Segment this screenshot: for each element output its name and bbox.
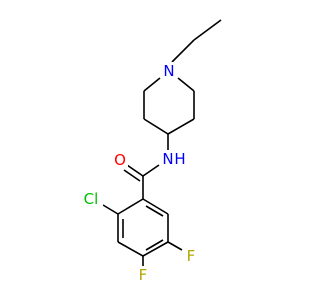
bond-ar-f-right [167, 241, 183, 251]
bond-layer [102, 19, 222, 266]
atom-bg-amide-n [160, 150, 176, 168]
bond-ar-cl [102, 204, 119, 215]
atom-chlorine: Cl [84, 190, 99, 208]
bond-ar-c3-c4 [117, 241, 144, 257]
molecule-structure: N N H O Cl F F [79, 19, 222, 284]
bond-ar-inner-3 [145, 205, 164, 217]
atom-bg-carbonyl-o [112, 151, 128, 169]
bond-ring-c4-c-left [143, 118, 169, 135]
atom-bg-fluorine-right [184, 247, 198, 265]
bond-ar-c4-c5 [142, 241, 169, 257]
bond-ar-c1-c2 [117, 198, 144, 215]
atom-bg-fluorine-bottom [136, 266, 150, 284]
atom-piperidine-nitrogen: N [163, 62, 174, 80]
bond-carbonyl-o-2 [123, 169, 141, 182]
atom-bg-chlorine [79, 190, 103, 208]
atom-label-layer: N N H O Cl F F [79, 62, 198, 284]
bond-ring-c-n-left [143, 77, 161, 92]
bond-ethyl-cn [171, 39, 195, 63]
bond-carbonyl-o-1 [126, 164, 144, 177]
atom-fluorine-right: F [187, 247, 196, 265]
atom-fluorine-bottom: F [139, 266, 148, 284]
atom-amide-nitrogen: N [162, 150, 173, 168]
bond-ring-n-c-right [177, 77, 195, 92]
bond-ring-c-c4-right [167, 118, 195, 135]
bond-ar-inner-2 [145, 239, 164, 251]
atom-bg-piperidine-n [161, 62, 177, 80]
bond-ethyl-cc [193, 19, 222, 41]
bond-ar-c6-c1 [142, 198, 169, 215]
atom-carbonyl-oxygen: O [114, 151, 126, 169]
bond-nh-carbonyl [142, 164, 160, 177]
atom-amide-hydrogen: H [174, 150, 185, 168]
